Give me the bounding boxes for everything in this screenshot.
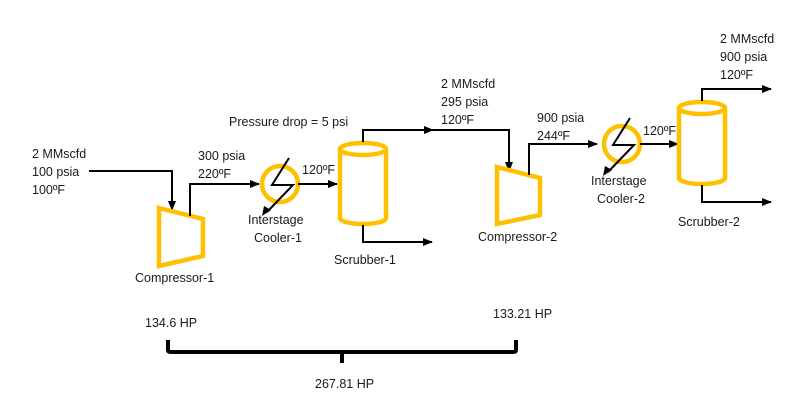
- compressor-1-shape: [156, 205, 206, 269]
- cooler-1-outlet-temperature: 120ºF: [302, 163, 335, 177]
- feed-stream-line: [89, 170, 176, 211]
- cooler-2-label-line1: Interstage: [591, 174, 647, 188]
- compressor-2-power: 133.21 HP: [493, 307, 552, 321]
- compressor-2-outlet-pressure: 900 psia: [537, 111, 584, 125]
- cooler-2-lightning-icon: [607, 117, 637, 173]
- stage-2-inlet-line: [433, 129, 513, 172]
- scrubber-2-liquid-outlet-line: [701, 185, 772, 206]
- compressor-1-outlet-temperature: 220ºF: [198, 167, 231, 181]
- compressor-1-discharge-line: [189, 180, 260, 216]
- feed-temperature: 100ºF: [32, 183, 65, 197]
- pressure-drop-note: Pressure drop = 5 psi: [229, 115, 348, 129]
- total-power-brace: [166, 340, 518, 363]
- compressor-1-power: 134.6 HP: [145, 316, 197, 330]
- feed-flow: 2 MMscfd: [32, 147, 86, 161]
- cooler-1-label-line2: Cooler-1: [254, 231, 302, 245]
- total-power: 267.81 HP: [315, 377, 374, 391]
- scrubber-2-shape: [676, 99, 728, 187]
- scrubber-1-gas-outlet-line: [362, 126, 434, 142]
- compressor-2-outlet-temperature: 244ºF: [537, 129, 570, 143]
- product-temperature: 120ºF: [720, 68, 753, 82]
- stage-2-inlet-flow: 2 MMscfd: [441, 77, 495, 91]
- compressor-1-label: Compressor-1: [135, 271, 214, 285]
- compressor-2-shape: [494, 164, 543, 227]
- product-pressure: 900 psia: [720, 50, 767, 64]
- cooler-2-arrowhead: [603, 166, 612, 176]
- cooler-2-label-line2: Cooler-2: [597, 192, 645, 206]
- cooler-1-label-line1: Interstage: [248, 213, 304, 227]
- scrubber-1-shape: [337, 140, 389, 227]
- compressor-2-label: Compressor-2: [478, 230, 557, 244]
- stage-2-inlet-temperature: 120ºF: [441, 113, 474, 127]
- compressor-2-discharge-line: [528, 140, 598, 175]
- product-flow: 2 MMscfd: [720, 32, 774, 46]
- scrubber-1-liquid-outlet-line: [362, 225, 433, 246]
- compressor-1-outlet-pressure: 300 psia: [198, 149, 245, 163]
- feed-pressure: 100 psia: [32, 165, 79, 179]
- scrubber-1-label: Scrubber-1: [334, 253, 396, 267]
- scrubber-2-label: Scrubber-2: [678, 215, 740, 229]
- cooler-1-arrowhead: [262, 206, 271, 216]
- stage-2-inlet-pressure: 295 psia: [441, 95, 488, 109]
- cooler-1-lightning-icon: [266, 157, 296, 213]
- cooler-2-outlet-temperature: 120ºF: [643, 124, 676, 138]
- scrubber-2-gas-outlet-line: [701, 85, 772, 101]
